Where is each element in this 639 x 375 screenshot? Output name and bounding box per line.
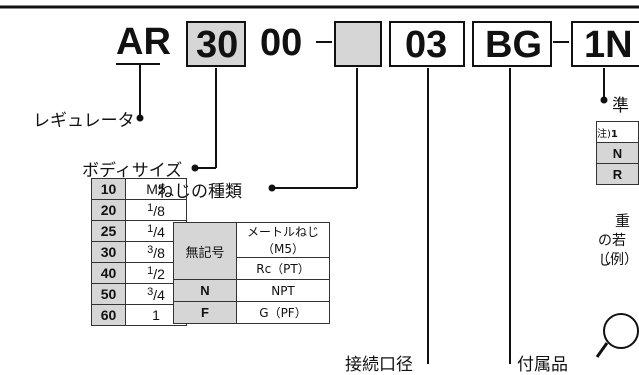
- size-key: 10: [91, 178, 126, 200]
- option-code-box: BG: [472, 21, 552, 67]
- port-code-box: 03: [389, 21, 465, 67]
- size-key: 30: [91, 241, 126, 263]
- table-row: 注)1: [596, 121, 639, 143]
- size-code-box: 30: [186, 21, 246, 67]
- note-cell: 注)1: [596, 121, 639, 143]
- standard-table: 注)1 N R: [596, 121, 639, 185]
- magnifier-icon: [595, 313, 639, 358]
- regulator-label: レギュレータ: [33, 111, 135, 131]
- size-value: 1/8: [125, 199, 187, 221]
- size-key: 20: [91, 199, 126, 221]
- thread-key: N: [173, 279, 237, 302]
- table-row: F G（PF）: [173, 301, 330, 324]
- suffix-code: 1N: [584, 24, 633, 66]
- thread-value: Rc（PT）: [236, 257, 330, 280]
- note-line1: の若し: [598, 233, 626, 269]
- thread-value: メートルねじ（M5）: [236, 222, 330, 258]
- size-code: 30: [196, 24, 239, 66]
- size-value: 1: [125, 304, 187, 326]
- accessory-label: 付属品: [517, 355, 568, 375]
- standard-label: 準: [612, 96, 629, 116]
- table-row: R: [596, 163, 639, 185]
- size-key: 60: [91, 304, 126, 326]
- port-size-label: 接続口径: [345, 355, 413, 375]
- size-value: M5: [125, 178, 187, 200]
- suffix-code-box: 1N: [571, 21, 639, 67]
- weight-text: 重: [615, 212, 631, 230]
- size-key: 50: [91, 283, 126, 305]
- series-code: AR: [116, 21, 171, 63]
- port-code: 03: [405, 24, 448, 66]
- option-code: BG: [485, 24, 542, 66]
- size-key: 25: [91, 220, 126, 242]
- note-line2: （例）: [596, 252, 638, 268]
- table-row: N: [596, 142, 639, 164]
- table-row: N NPT: [173, 279, 330, 302]
- standard-key: R: [596, 163, 639, 185]
- zeros-box: 00: [252, 21, 314, 67]
- standard-key: N: [596, 142, 639, 164]
- thread-value: G（PF）: [236, 301, 330, 324]
- thread-value: NPT: [236, 279, 330, 302]
- table-row: 無記号 メートルねじ（M5）: [173, 222, 330, 280]
- thread-table: 無記号 メートルねじ（M5） Rc（PT） N NPT F G（PF）: [173, 222, 330, 324]
- body-size-label: ボディサイズ: [82, 161, 183, 181]
- size-key: 40: [91, 262, 126, 284]
- thread-key: 無記号: [173, 222, 237, 280]
- thread-key: F: [173, 301, 237, 324]
- zeros-code: 00: [260, 22, 303, 64]
- thread-code-box: [334, 21, 382, 67]
- connector-lines: [0, 5, 639, 364]
